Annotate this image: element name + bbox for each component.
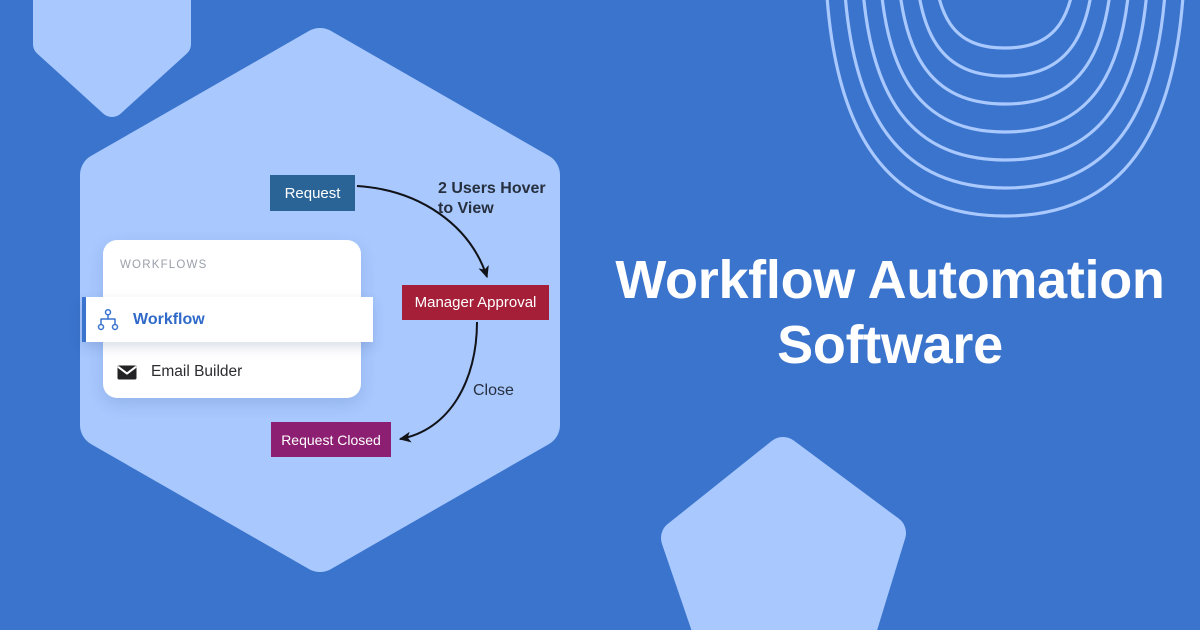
list-item-email-builder[interactable]: Email Builder (103, 352, 361, 392)
arrow-approval-to-closed (398, 321, 478, 443)
hierarchy-icon (96, 308, 120, 332)
edge-label-close: Close (473, 382, 514, 399)
flow-node-request-closed[interactable]: Request Closed (271, 422, 391, 457)
workflows-card-heading: WORKFLOWS (120, 259, 208, 271)
list-item-workflow[interactable]: Workflow (82, 297, 373, 342)
pentagon-decoration-top-left (33, 0, 191, 117)
envelope-icon (115, 360, 139, 384)
edge-label-hover-to-view: 2 Users Hover to View (438, 180, 546, 217)
flow-node-request[interactable]: Request (270, 175, 355, 211)
page-title: Workflow Automation Software (615, 250, 1165, 375)
concentric-arcs-decoration (825, 0, 1185, 218)
flow-node-manager-approval[interactable]: Manager Approval (402, 285, 549, 320)
list-item-label: Workflow (133, 310, 205, 328)
pentagon-decoration-bottom-right (661, 437, 906, 630)
active-indicator-bar (82, 297, 86, 342)
list-item-label: Email Builder (151, 363, 243, 380)
